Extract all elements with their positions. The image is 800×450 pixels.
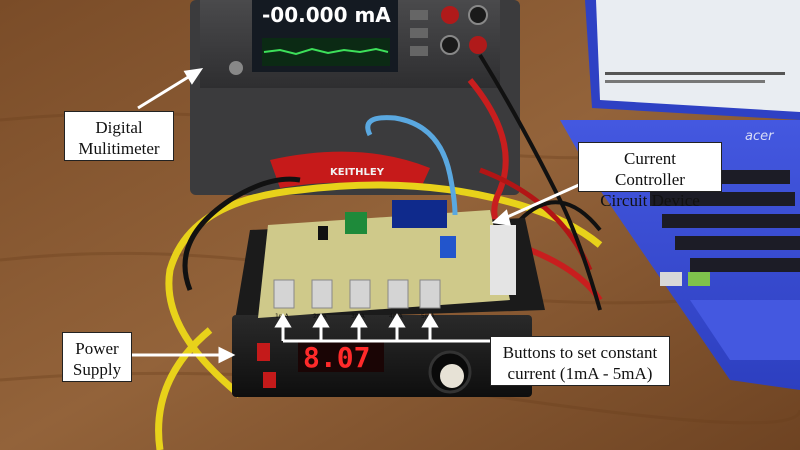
yellow-cable [155,327,213,450]
label-line: Power [75,339,119,358]
multimeter-jack [469,36,487,54]
blue-potentiometer [440,236,456,258]
key-row [675,236,800,250]
power-switch [263,372,276,388]
key-row [650,192,795,206]
multimeter-button [410,46,428,56]
label-digital-multimeter: Digital Mulitimeter [64,111,174,161]
multimeter-jack [441,6,459,24]
label-line: Mulitimeter [78,139,160,158]
arrow-controller [504,178,591,220]
arrowhead [350,313,368,328]
arrowhead [312,313,330,328]
button-cap [419,279,441,309]
arrowhead [274,313,292,328]
label-line: Buttons to set constant [502,343,658,362]
annotation-arrows [130,68,591,364]
black-cable [182,176,301,291]
laptop-touchpad [690,300,800,360]
black-cable [518,200,602,232]
terminal-block [345,212,367,234]
laptop-logo: acer [745,129,775,144]
multimeter-jack [440,35,460,55]
multimeter-button [410,28,428,38]
label-power-supply: Power Supply [62,332,132,382]
laptop-screen-text [605,80,765,83]
laptop-sticker [688,272,710,286]
key-row [690,258,800,272]
label-line: Supply [72,360,122,379]
button-cap [311,279,333,309]
digital-multimeter: -00.000 mA [190,0,520,195]
adjust-knob-cap [440,364,464,388]
button-cap [349,279,371,309]
led-display [298,340,384,372]
label-line: Digital [95,118,143,137]
laptop-keyboard [640,170,800,272]
laptop-screen-text [605,72,785,75]
label-buttons: Buttons to set constant current (1mA - 5… [490,336,670,386]
arrowhead [421,313,439,328]
arrowhead [388,313,406,328]
keithley-logo: KEITHLEY [330,167,385,178]
black-cable [478,53,602,311]
laptop-sticker [660,272,682,286]
multimeter-reading: -00.000 mA [262,3,391,27]
transistor [318,226,328,240]
arrow-multimeter [137,74,191,110]
arrowhead [491,209,511,226]
button-cap [387,279,409,309]
microcontroller [392,200,447,228]
pcb [258,210,510,318]
multimeter-jack [468,5,488,25]
multimeter-button [410,10,428,20]
heatsink [490,225,516,295]
arrowhead [218,346,236,364]
keithley-base [270,151,430,190]
label-line: Current Controller [615,149,685,189]
label-line: current (1mA - 5mA) [507,364,653,383]
multimeter-power-button [229,61,243,75]
multimeter-trace [263,47,389,56]
display-reading: 8.07 [303,341,370,374]
label-current-controller: Current Controller Circuit Device [578,142,722,210]
laptop-screen [596,0,800,112]
label-line: Circuit Device [600,191,700,210]
blue-jumper-wire [365,115,458,216]
red-cable [467,78,603,302]
power-switch [257,343,270,361]
button-cap [273,279,295,309]
key-row [662,214,800,228]
arrowhead [183,68,204,85]
